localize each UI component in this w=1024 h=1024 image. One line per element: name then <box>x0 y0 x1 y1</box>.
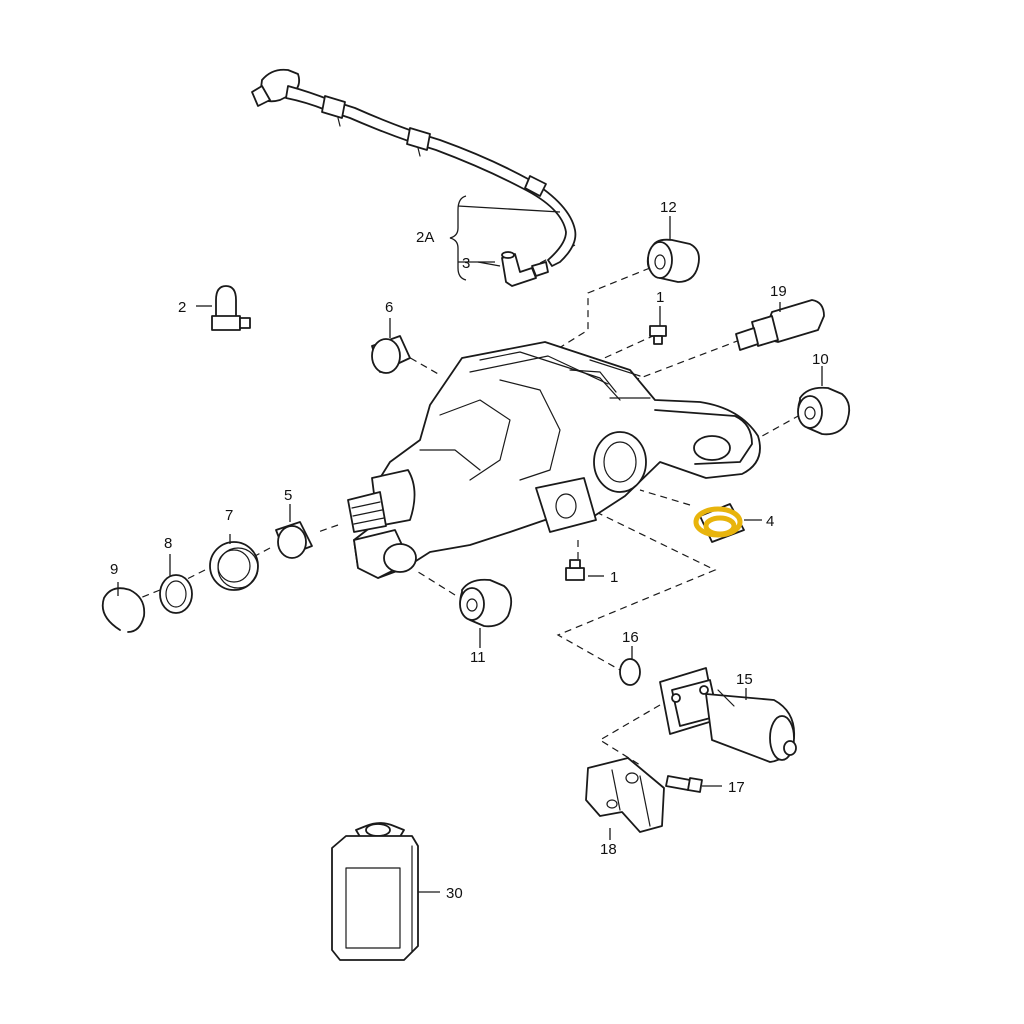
callout-labels: 12 1 19 10 6 2A 3 2 5 7 8 9 4 1 11 16 15… <box>110 199 829 902</box>
bracket-2a <box>449 195 561 281</box>
differential-housing <box>347 341 761 579</box>
callout-3: 3 <box>462 255 470 272</box>
part-7-seal <box>209 541 259 591</box>
callout-5: 5 <box>284 487 292 504</box>
callout-16: 16 <box>622 629 639 646</box>
part-10-bushing <box>797 386 851 436</box>
part-6-bearing <box>371 335 411 374</box>
part-2-breather-cap <box>211 285 251 331</box>
callout-17: 17 <box>728 779 745 796</box>
part-16-o-ring <box>619 658 641 686</box>
part-11-bushing <box>459 578 513 628</box>
part-4-highlighted-ring <box>693 503 745 543</box>
assembly-lines <box>134 244 801 766</box>
callout-2: 2 <box>178 299 186 316</box>
callout-1-upper: 1 <box>656 289 664 306</box>
callout-30: 30 <box>446 885 463 902</box>
part-17-bolt <box>665 775 703 793</box>
part-1-upper-plug <box>649 325 667 345</box>
part-12-mount-bushing <box>646 238 700 283</box>
part-18-bracket <box>585 757 665 833</box>
vent-hose <box>251 68 577 267</box>
callout-8: 8 <box>164 535 172 552</box>
part-8-washer <box>159 574 193 614</box>
callout-12: 12 <box>660 199 677 216</box>
callout-6: 6 <box>385 299 393 316</box>
part-15-actuator-motor <box>659 667 797 763</box>
callout-10: 10 <box>812 351 829 368</box>
callout-2a: 2A <box>416 229 434 246</box>
callout-1-lower: 1 <box>610 569 618 586</box>
callout-19: 19 <box>770 283 787 300</box>
part-9-circlip <box>101 587 146 633</box>
callout-15: 15 <box>736 671 753 688</box>
callout-9: 9 <box>110 561 118 578</box>
part-30-fluid-bottle <box>331 822 419 961</box>
callout-11: 11 <box>470 649 486 666</box>
part-1-lower-plug <box>565 559 585 581</box>
callout-4: 4 <box>766 513 774 530</box>
callout-18: 18 <box>600 841 617 858</box>
part-3-elbow-fitting <box>501 251 549 287</box>
callout-7: 7 <box>225 507 233 524</box>
part-5-bearing <box>275 521 313 559</box>
leader-lines <box>117 216 823 893</box>
